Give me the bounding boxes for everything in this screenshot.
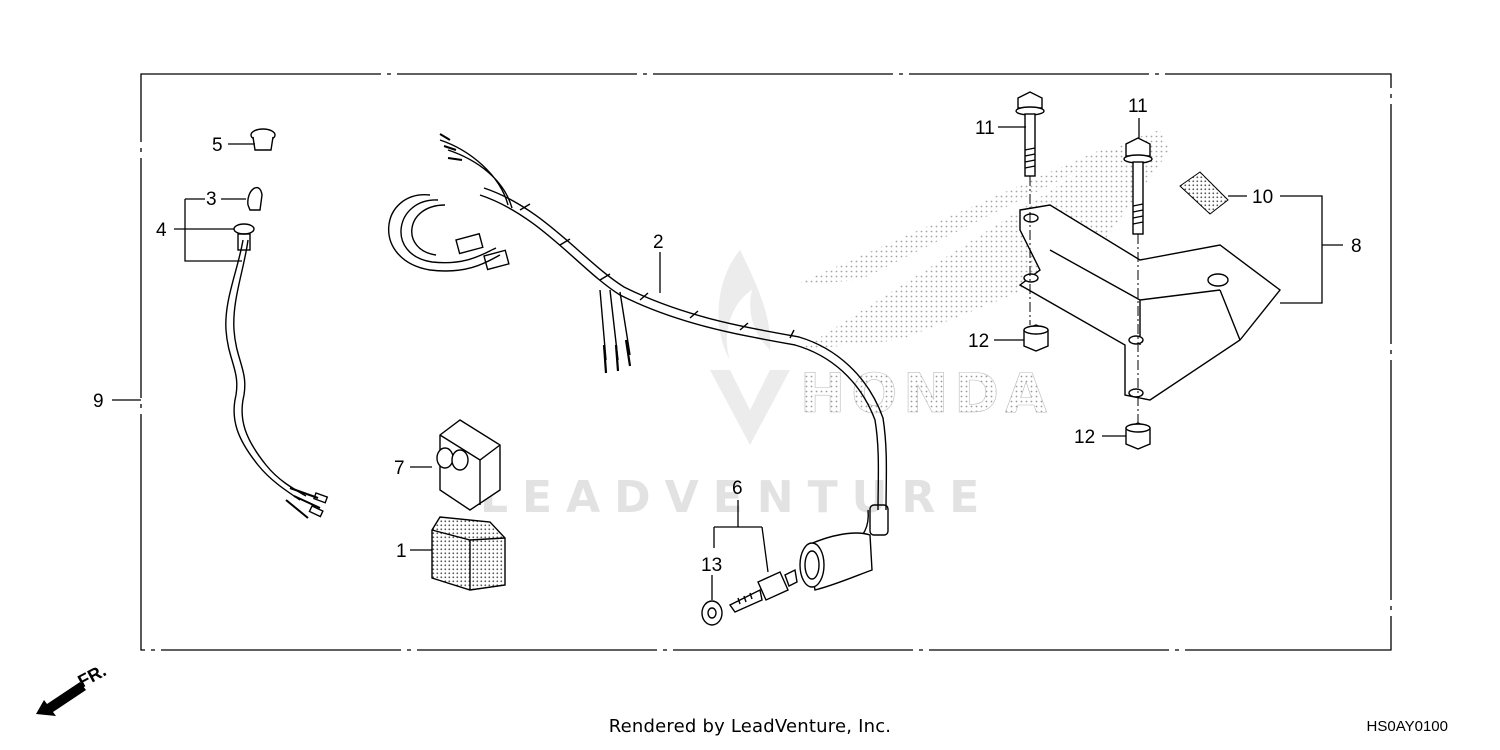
footer-credit: Rendered by LeadVenture, Inc. [608,716,892,737]
watermark-text: LEADVENTURE [480,472,993,523]
callout-10: 10 [1252,187,1273,208]
honda-logo-text: HONDA [800,362,1053,425]
front-arrow-icon [36,682,86,716]
part-5-cap [250,128,276,151]
callout-12-lower: 12 [1074,427,1095,448]
callout-13: 13 [701,555,722,576]
honda-wing-logo: HONDA [795,130,1170,425]
callout-2: 2 [653,232,664,253]
callout-12-upper: 12 [968,331,989,352]
callout-1: 1 [396,541,407,562]
callout-3: 3 [206,189,217,210]
part-11-bolt-left [1015,91,1045,177]
harness-connector-boot [799,532,873,591]
callouts: 1 2 3 4 5 6 7 8 9 10 11 11 12 12 13 [93,96,1362,576]
callout-7: 7 [394,458,405,479]
diagram-frame [140,73,1392,651]
part-12-nut-upper [1023,324,1049,352]
callout-6: 6 [732,478,743,499]
leader-lines [112,118,1343,600]
part-1-cover [431,516,506,591]
part-8-bracket [1018,204,1281,401]
callout-4: 4 [156,220,167,241]
part-6-sensor [728,568,798,613]
front-indicator: FR. [36,660,109,716]
part-7-regulator [436,419,501,511]
part-13-washer [701,600,723,626]
callout-9: 9 [93,391,104,412]
part-12-nut-lower [1125,422,1151,450]
diagram-code: HS0AY0100 [1366,718,1448,735]
part-3-bulb [247,186,263,211]
callout-11-right: 11 [1128,96,1148,117]
callout-11-left: 11 [975,118,995,139]
callout-8: 8 [1351,236,1362,257]
alignment-lines [1029,176,1139,423]
callout-5: 5 [212,135,223,156]
part-10-label [1179,171,1229,215]
part-9-sub-harness [225,223,329,519]
leadventure-watermark: LEADVENTURE [480,250,993,523]
